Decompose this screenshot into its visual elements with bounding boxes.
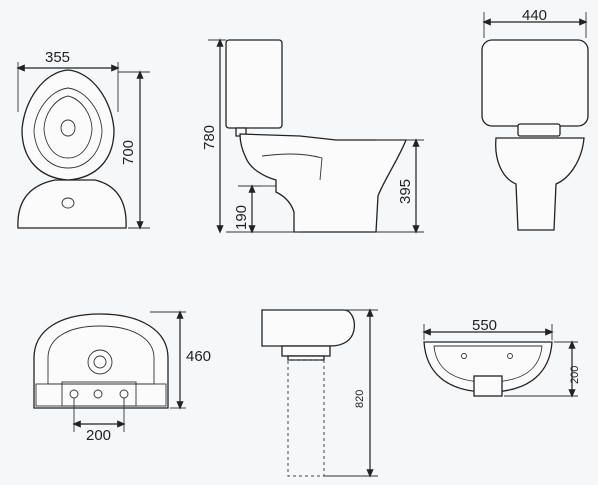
toilet-front-view: 440 [481,7,589,231]
pedestal-height-label: 820 [354,390,366,408]
toilet-outlet-height-label: 190 [233,205,250,230]
basin-front-width-label: 550 [472,317,497,334]
basin-depth-label: 460 [186,348,211,365]
toilet-seat-height-label: 395 [397,179,414,204]
toilet-front-width-label: 440 [522,7,547,24]
basin-front-depth-label: 200 [569,366,581,384]
tap-spacing-label: 200 [86,427,111,444]
toilet-width-label: 355 [45,49,70,66]
toilet-depth-label: 700 [120,140,137,165]
toilet-top-view: 355 700 [16,49,150,230]
basin-side-view: 820 [261,308,378,478]
toilet-height-label: 780 [201,125,218,150]
basin-front-view: 550 200 [422,317,581,398]
basin-top-view: 200 460 [33,310,211,444]
toilet-side-view: 780 190 395 [201,38,424,234]
